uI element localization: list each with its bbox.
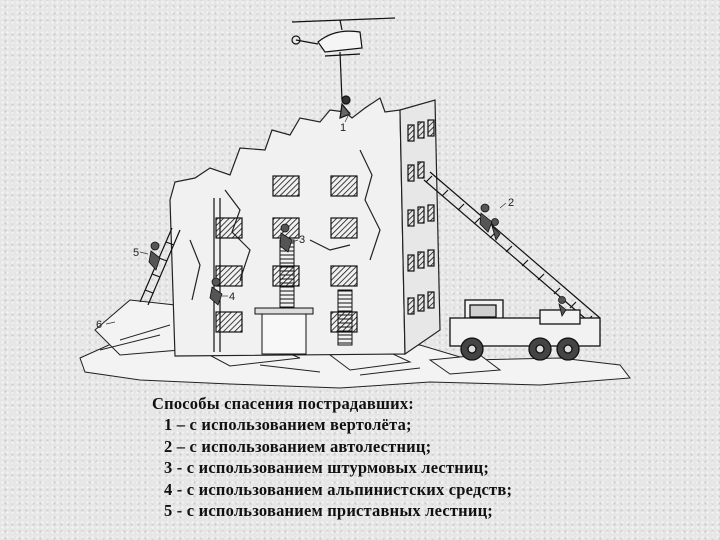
callout-5: 5 <box>133 247 139 259</box>
fire-truck <box>449 299 601 361</box>
caption-item-extension-ladders: 5 - с использованием приставных лестниц; <box>164 501 494 521</box>
caption-item-aerial-ladders: 2 – с использованием автолестниц; <box>164 436 432 456</box>
caption-item-helicopter: 1 – с использованием вертолёта; <box>164 415 412 435</box>
aerial-ladder <box>423 171 601 327</box>
callout-2: 2 <box>508 197 514 209</box>
caption-item-assault-ladders: 3 - с использованием штурмовых лестниц; <box>164 458 490 478</box>
caption-item-climbing-gear: 4 - с использованием альпинистских средс… <box>164 479 513 499</box>
assault-ladder <box>213 198 221 352</box>
callout-1: 1 <box>340 122 346 134</box>
rescue-scene-illustration: 1 2 3 4 5 6 <box>79 17 631 389</box>
helicopter <box>291 17 396 119</box>
callout-6: 6 <box>96 319 102 331</box>
caption-title: Способы спасения пострадавших: <box>152 394 414 413</box>
rescuers <box>148 203 567 317</box>
rescue-methods-caption: Способы спасения пострадавших: 1 – с исп… <box>152 393 712 521</box>
stairwells <box>254 239 353 355</box>
callout-leaders <box>105 111 507 325</box>
callout-3: 3 <box>299 234 305 246</box>
callout-4: 4 <box>229 291 235 303</box>
